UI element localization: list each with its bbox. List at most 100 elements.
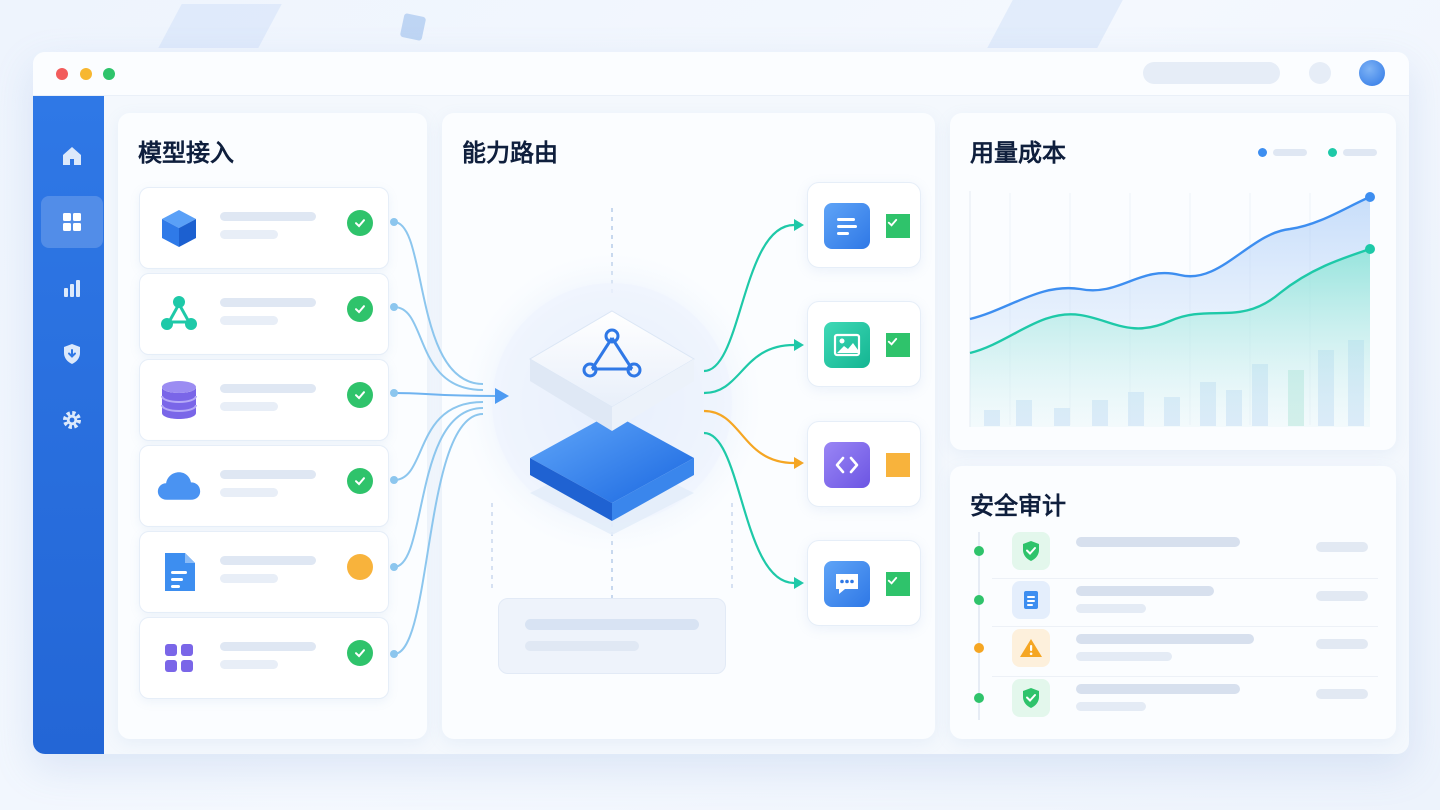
placeholder-bar [220, 384, 316, 393]
capability-output-card[interactable] [807, 182, 921, 268]
document-icon [165, 553, 195, 591]
sidebar-item-security[interactable] [41, 328, 103, 380]
placeholder-bar [220, 230, 278, 239]
divider [992, 578, 1378, 579]
background-shape [158, 4, 282, 48]
teal-line-series [969, 247, 1371, 355]
status-ok-icon [886, 214, 910, 238]
title-bar [33, 52, 1409, 96]
divider [992, 626, 1378, 627]
warning-icon-wrap [1012, 629, 1050, 667]
shield-check-icon [1023, 688, 1039, 708]
hub-layer [530, 359, 612, 431]
home-icon [63, 147, 81, 165]
audit-log-row[interactable] [970, 575, 1378, 625]
security-audit-panel: 安全审计 [950, 466, 1396, 739]
document-icon-wrap [1012, 581, 1050, 619]
audit-log-row[interactable] [970, 673, 1378, 723]
image-icon-wrap [824, 322, 870, 368]
model-source-card[interactable] [139, 187, 389, 269]
placeholder-bar [1316, 639, 1368, 649]
placeholder-bar [220, 642, 316, 651]
placeholder-bar [1316, 542, 1368, 552]
code-icon [835, 456, 859, 474]
capability-output-card[interactable] [807, 301, 921, 387]
placeholder-bar [1076, 684, 1240, 694]
status-ok-icon [347, 210, 373, 236]
status-pending-icon [886, 453, 910, 477]
chat-icon-wrap [824, 561, 870, 607]
image-icon [833, 333, 861, 357]
chat-bubble-icon [836, 574, 858, 594]
app-window: 模型接入 [33, 52, 1409, 754]
capability-output-card[interactable] [807, 421, 921, 507]
apps-grid-icon [165, 644, 193, 672]
blue-endpoint-marker [1365, 192, 1375, 202]
status-ok-icon [347, 468, 373, 494]
placeholder-bar [220, 212, 316, 221]
placeholder-bar [525, 619, 699, 630]
model-source-card[interactable] [139, 445, 389, 527]
legend-placeholder-bar [1273, 149, 1307, 156]
sidebar-item-dashboard[interactable] [41, 196, 103, 248]
document-icon-wrap [156, 549, 202, 595]
shield-check-icon-wrap [1012, 532, 1050, 570]
database-icon-wrap [156, 377, 202, 423]
document-icon [1024, 591, 1038, 609]
gear-icon [63, 411, 81, 429]
hub-layer [530, 458, 612, 521]
warning-icon [1020, 639, 1042, 657]
legend-placeholder-bar [1343, 149, 1377, 156]
network-icon-wrap [156, 291, 202, 337]
timeline-line [978, 532, 980, 720]
connector-line [703, 431, 795, 585]
model-source-card[interactable] [139, 273, 389, 355]
model-source-card[interactable] [139, 359, 389, 441]
avatar[interactable] [1359, 60, 1385, 86]
arrow-head-icon [794, 457, 804, 469]
model-access-panel: 模型接入 [118, 113, 427, 739]
text-document-icon [837, 218, 857, 235]
placeholder-bar [1076, 652, 1172, 661]
status-ok-icon [347, 296, 373, 322]
timeline-dot [974, 546, 984, 556]
sidebar-item-settings[interactable] [41, 394, 103, 446]
blue-line-series [969, 195, 1371, 321]
network-nodes-icon [161, 296, 197, 330]
model-source-card[interactable] [139, 531, 389, 613]
connector-line [703, 409, 795, 465]
database-icon [161, 381, 197, 419]
cloud-icon [157, 472, 201, 500]
status-ok-icon [347, 382, 373, 408]
status-ok-icon [886, 572, 910, 596]
maximize-window-button[interactable] [103, 68, 115, 80]
notification-button[interactable] [1309, 62, 1331, 84]
routing-diagram [462, 208, 804, 633]
search-bar[interactable] [1143, 62, 1280, 84]
teal-area-series [970, 249, 1370, 427]
usage-cost-chart [969, 191, 1375, 427]
audit-log-row[interactable] [970, 526, 1378, 576]
status-ok-icon [347, 640, 373, 666]
divider [992, 676, 1378, 677]
teal-endpoint-marker [1365, 244, 1375, 254]
hub-layer [612, 458, 694, 521]
hub-layer [612, 359, 694, 431]
model-source-card[interactable] [139, 617, 389, 699]
panel-title: 安全审计 [970, 492, 1066, 520]
connector-line [703, 343, 795, 395]
minimize-window-button[interactable] [80, 68, 92, 80]
legend-marker [1328, 148, 1337, 157]
sidebar [33, 96, 104, 754]
panel-title: 模型接入 [138, 139, 234, 167]
sidebar-item-home[interactable] [41, 130, 103, 182]
capability-output-card[interactable] [807, 540, 921, 626]
placeholder-bar [220, 660, 278, 669]
timeline-dot [974, 643, 984, 653]
capability-routing-panel: 能力路由 [442, 113, 935, 739]
close-window-button[interactable] [56, 68, 68, 80]
sidebar-item-analytics[interactable] [41, 262, 103, 314]
status-ok-icon [886, 333, 910, 357]
placeholder-bar [1316, 591, 1368, 601]
audit-log-row[interactable] [970, 623, 1378, 673]
